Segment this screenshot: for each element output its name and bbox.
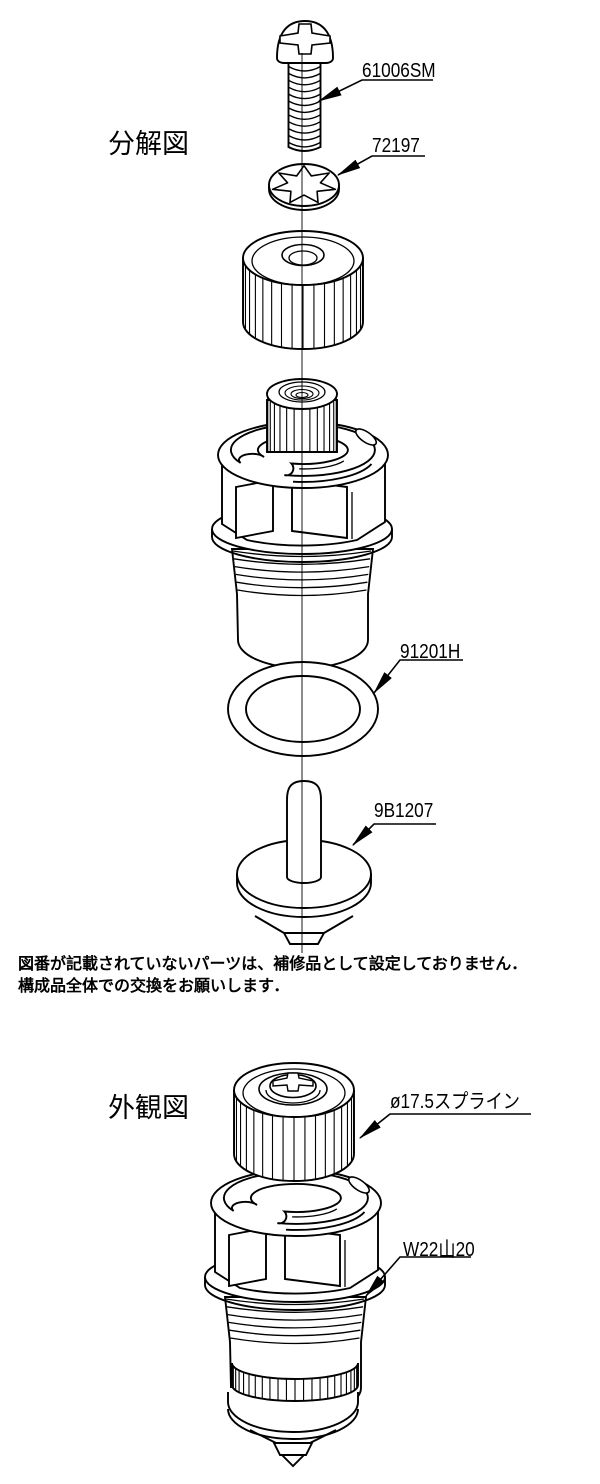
lock-washer-drawing — [268, 163, 340, 211]
ribbed-ring-drawing — [231, 1362, 359, 1402]
dim-label-thread: W22山20 — [403, 1239, 475, 1261]
exploded-view-drawing — [211, 20, 463, 953]
part-label-spindle: 9B1207 — [374, 800, 434, 822]
leader-lines — [317, 79, 463, 846]
part-label-screw: 61006SM — [362, 60, 436, 82]
spindle-drawing — [236, 780, 372, 945]
external-section-title: 外観図 — [108, 1093, 189, 1124]
part-label-oring: 91201H — [400, 641, 461, 663]
external-view-drawing — [204, 1062, 531, 1468]
exploded-section-title: 分解図 — [108, 129, 189, 160]
note-text: 図番が記載されていないパーツは、補修品として設定しておりません． 構成品全体での… — [18, 954, 528, 995]
assembled-cap-drawing — [233, 1062, 355, 1182]
leader-lines-external — [359, 1113, 531, 1297]
dim-label-spline: ø17.5スプライン — [390, 1091, 520, 1113]
part-label-washer: 72197 — [372, 135, 420, 157]
o-ring-drawing — [227, 661, 379, 757]
knurled-cap-drawing — [242, 230, 364, 350]
screw-drawing — [276, 20, 334, 152]
